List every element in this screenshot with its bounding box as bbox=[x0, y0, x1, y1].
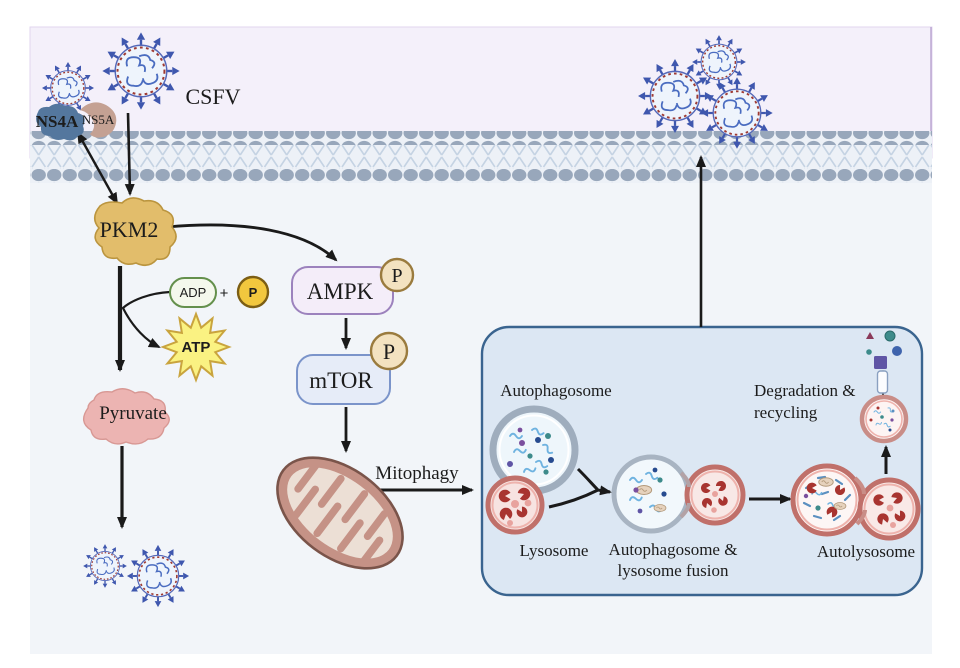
recycled-dot bbox=[866, 349, 872, 355]
plus-sign: + bbox=[220, 285, 229, 302]
ampk-node: AMPK P bbox=[291, 257, 415, 315]
pkm2-node: PKM2 bbox=[93, 197, 177, 267]
fusion-contents-right bbox=[700, 479, 730, 513]
csfv-label: CSFV bbox=[185, 84, 240, 109]
degradation-label-line1: Degradation & bbox=[754, 381, 856, 400]
mitophagy-label: Mitophagy bbox=[375, 463, 459, 484]
atp-label: ATP bbox=[182, 339, 211, 356]
adp-node: ADP bbox=[169, 277, 217, 308]
autolysosome-contents-left bbox=[802, 475, 852, 522]
lysosome-node bbox=[485, 475, 545, 535]
arrow-pkm2-to-ampk bbox=[166, 223, 338, 262]
recycled-block bbox=[874, 356, 887, 369]
plasma-membrane bbox=[30, 131, 932, 183]
phosphate-label: P bbox=[249, 285, 258, 300]
lysosome-contents bbox=[498, 485, 533, 526]
adp-label: ADP bbox=[180, 285, 207, 300]
phosphate-node: P bbox=[236, 275, 270, 309]
vial-icon bbox=[876, 370, 889, 394]
arrows bbox=[76, 112, 891, 529]
ns5a-label: NS5A bbox=[82, 112, 115, 127]
autophagosome-label: Autophagosome bbox=[500, 381, 611, 400]
arrow-ns4a-pkm2-double bbox=[76, 131, 119, 205]
recycling-vesicle bbox=[859, 394, 909, 444]
phospho-badge bbox=[369, 331, 409, 371]
vesicle-contents bbox=[869, 406, 895, 432]
phospho-label: P bbox=[383, 339, 395, 364]
autolysosome-contents-right bbox=[873, 490, 908, 528]
ns4a-blob bbox=[36, 103, 85, 141]
mtor-label: mTOR bbox=[309, 368, 373, 393]
ns4a-label: NS4A bbox=[36, 112, 79, 131]
phospho-badge bbox=[379, 257, 415, 293]
recycled-dot bbox=[892, 346, 902, 356]
pyruvate-node: Pyruvate bbox=[83, 388, 170, 445]
autophagosome-contents bbox=[507, 426, 555, 476]
recycled-triangle bbox=[866, 332, 874, 339]
phospho-label: P bbox=[391, 265, 402, 287]
pyruvate-label: Pyruvate bbox=[99, 403, 167, 424]
arrow-fusion-y bbox=[548, 467, 610, 509]
mtor-node: mTOR P bbox=[296, 331, 409, 405]
mitochondrion bbox=[276, 456, 404, 570]
autolysosome-node bbox=[790, 463, 921, 541]
degradation-label-line2: recycling bbox=[754, 403, 818, 422]
arrow-adp-to-atp bbox=[121, 290, 171, 348]
recycled-dot bbox=[884, 330, 896, 342]
ampk-label: AMPK bbox=[307, 279, 374, 304]
atp-node: ATP bbox=[160, 311, 232, 383]
fusion-contents-left bbox=[628, 467, 667, 514]
fusion-label-line2: lysosome fusion bbox=[618, 561, 729, 580]
lysosome-label: Lysosome bbox=[520, 541, 589, 560]
ns5a-blob bbox=[80, 102, 117, 138]
degradation-products bbox=[866, 330, 902, 394]
fusion-node bbox=[611, 454, 746, 534]
arrow-virus-to-pkm2 bbox=[124, 112, 135, 196]
autolysosome-label: Autolysosome bbox=[817, 542, 915, 561]
pkm2-label: PKM2 bbox=[100, 217, 159, 242]
fusion-label-line1: Autophagosome & bbox=[609, 540, 738, 559]
